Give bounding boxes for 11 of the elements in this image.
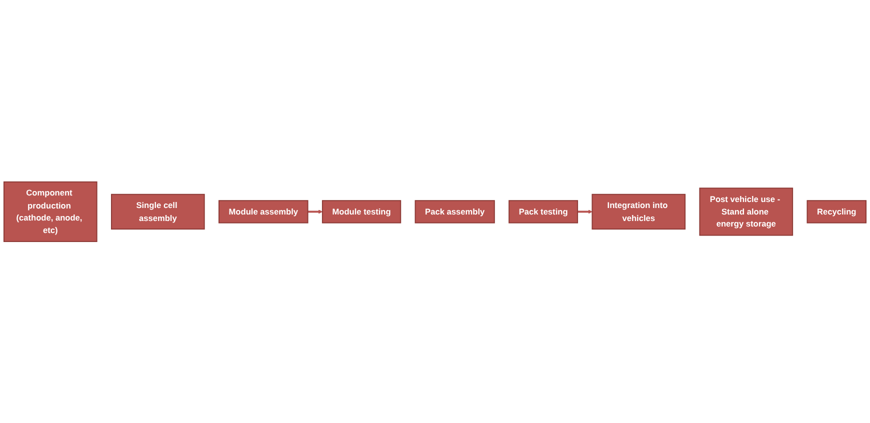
node-box: Single cell assembly (111, 194, 205, 230)
node-box: Pack assembly (414, 200, 495, 224)
arrow (308, 209, 323, 214)
node-box: Module testing (322, 200, 402, 224)
node-box: Component production (cathode, anode, etc) (3, 181, 98, 242)
node-box: Recycling (806, 200, 867, 224)
node-box: Pack testing (508, 200, 578, 224)
node-box: Post vehicle use - Stand alone energy storage (699, 187, 794, 236)
node-box: Integration into vehicles (592, 194, 686, 230)
arrow (578, 209, 592, 214)
node-box: Module assembly (218, 200, 308, 224)
